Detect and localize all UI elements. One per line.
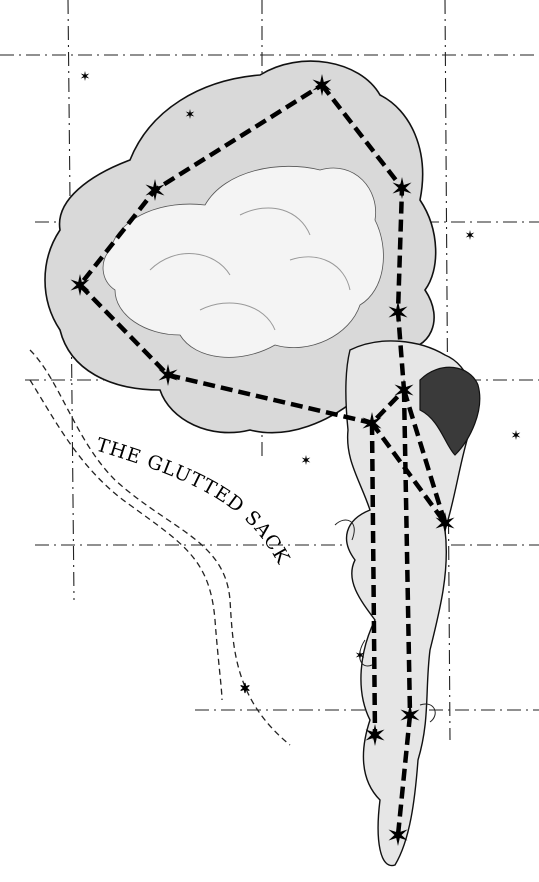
bg-star-1 bbox=[80, 71, 90, 81]
background-stars bbox=[80, 71, 521, 740]
star-8 bbox=[362, 412, 382, 434]
star-6 bbox=[394, 379, 414, 401]
star-2 bbox=[392, 177, 412, 199]
star-7 bbox=[158, 364, 178, 386]
bg-star-7 bbox=[368, 730, 378, 740]
bg-star-4 bbox=[511, 430, 521, 440]
sack-drape bbox=[334, 519, 436, 723]
star-11 bbox=[365, 724, 385, 746]
star-1 bbox=[312, 74, 332, 96]
sack-tail bbox=[334, 340, 481, 867]
bg-star-8 bbox=[240, 682, 250, 694]
star-5 bbox=[388, 301, 408, 323]
link-c bbox=[395, 714, 413, 836]
bg-star-2 bbox=[185, 109, 195, 119]
constellation-label: THE GLUTTED SACK bbox=[94, 434, 294, 568]
link-e bbox=[370, 421, 447, 525]
sack-dark-fold bbox=[419, 366, 481, 456]
star-12 bbox=[388, 824, 408, 846]
link-b bbox=[401, 389, 413, 716]
link-d bbox=[401, 389, 448, 524]
star-3 bbox=[145, 179, 165, 201]
path-line-inner bbox=[29, 379, 223, 701]
cloud-body bbox=[44, 60, 437, 434]
bg-star-6 bbox=[355, 650, 365, 660]
star-9 bbox=[435, 512, 455, 534]
main-stars bbox=[70, 74, 455, 846]
bg-star-5 bbox=[301, 455, 311, 465]
cloud-inner bbox=[102, 165, 384, 358]
grid-v-1 bbox=[67, 0, 75, 601]
star-10 bbox=[400, 704, 420, 726]
link-a bbox=[369, 422, 378, 736]
bg-star-3 bbox=[465, 230, 475, 240]
cloud-swirl bbox=[149, 207, 351, 331]
path-lines bbox=[29, 349, 291, 746]
path-line-outer bbox=[29, 349, 291, 746]
star-4 bbox=[70, 274, 90, 296]
